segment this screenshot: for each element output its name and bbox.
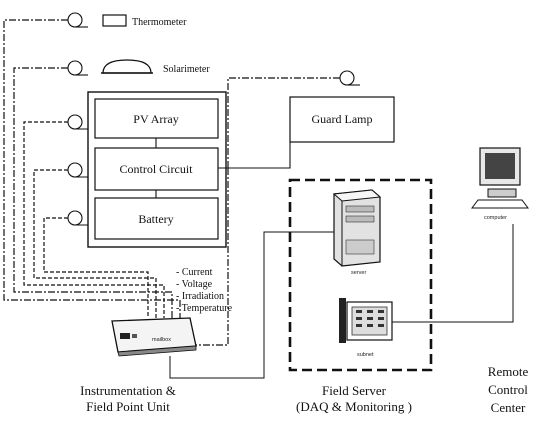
caption-remote-line3: Center: [491, 400, 526, 415]
signal-label: - Temperature: [176, 303, 233, 314]
caption-field-server-line2: (DAQ & Monitoring ): [296, 399, 412, 414]
caption-instrumentation-line1: Instrumentation &: [80, 383, 176, 398]
computer-icon: computer: [471, 147, 529, 221]
solarimeter-label: Solarimeter: [163, 64, 210, 75]
pv-array-box: [94, 98, 219, 139]
signal-label: - Voltage: [176, 279, 213, 290]
battery-wire: [43, 217, 149, 318]
sensor-clamp-icon: [67, 60, 88, 76]
field-point-device-label: mailbox: [152, 337, 171, 343]
subnet-switch-icon: subnet: [339, 298, 393, 358]
thermometer-label: Thermometer: [132, 17, 187, 28]
signal-labels: - Current - Voltage - Irradiation - Temp…: [176, 267, 233, 314]
pv-wire: [23, 121, 165, 318]
battery-label: Battery: [138, 212, 173, 226]
computer-label: computer: [484, 215, 507, 221]
sensor-clamp-icon: [67, 12, 88, 28]
thermometer-wire: [3, 19, 181, 318]
network-links: [169, 224, 514, 379]
caption-remote-line1: Remote: [488, 364, 529, 379]
sensor-clamp-icon: [339, 70, 360, 86]
signal-label: - Current: [176, 267, 213, 278]
signal-label: - Irradiation: [176, 291, 224, 302]
caption-remote-line2: Control: [488, 382, 528, 397]
sensor-clamp-icon: [67, 162, 92, 178]
caption-field-server-line1: Field Server: [322, 383, 387, 398]
sensor-clamp-icon: [67, 114, 92, 130]
control-wire: [33, 169, 157, 318]
guard-lamp-box: [289, 96, 395, 143]
field-point-device-icon: mailbox: [111, 317, 197, 357]
control-circuit-box: [94, 147, 219, 191]
lamp-power-wire: [218, 142, 291, 169]
control-circuit-label: Control Circuit: [120, 162, 194, 176]
server-icon: server: [332, 189, 382, 276]
thermometer-icon: [102, 14, 127, 27]
lamp-return-wire: [196, 168, 229, 346]
caption-instrumentation-line2: Field Point Unit: [86, 399, 170, 414]
sensor-wires: [3, 19, 340, 346]
lamp-wire: [227, 77, 340, 168]
remote-link: [392, 224, 514, 323]
server-link: [169, 231, 334, 379]
subnet-label: subnet: [357, 352, 374, 358]
server-label: server: [351, 270, 366, 276]
sensor-clamps: [67, 12, 360, 226]
solarimeter-wire: [13, 67, 173, 318]
solarimeter-icon: [102, 59, 152, 74]
pv-array-label: PV Array: [133, 112, 178, 126]
guard-lamp-label: Guard Lamp: [312, 112, 373, 126]
